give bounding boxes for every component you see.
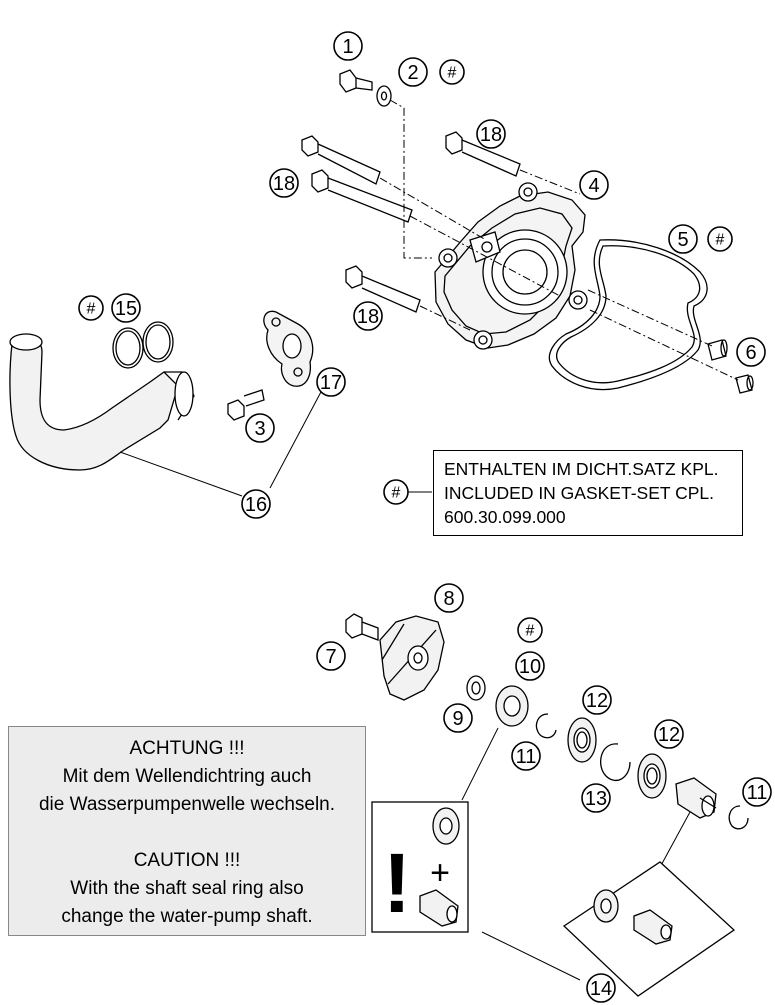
screw-part-1 (339, 69, 373, 93)
pump-cover-part (434, 182, 588, 350)
flange-gasket-part (263, 310, 314, 387)
callout-11a: 11 (511, 741, 541, 771)
svg-text:18: 18 (357, 306, 379, 328)
water-hose-part (9, 333, 195, 471)
svg-text:6: 6 (745, 342, 756, 364)
kit-seal-ring-icon (432, 807, 460, 845)
callout-2: 2 (398, 57, 428, 87)
screw-part-3 (227, 389, 265, 421)
shaft-seal-ring-part (495, 685, 529, 727)
exclamation-mark: ! (383, 836, 411, 930)
callout-9: 9 (443, 703, 473, 733)
callout-11b: 11 (742, 777, 772, 807)
german-caution-line-2: die Wasserpumpenwelle wechseln. (38, 794, 336, 815)
callout-12b: 12 (654, 719, 684, 749)
callout-6: 6 (736, 337, 766, 367)
english-caution-title: CAUTION !!! (133, 850, 241, 871)
svg-text:11: 11 (747, 782, 768, 804)
circlip-part-13 (600, 743, 631, 781)
long-screw-part-18 (301, 131, 521, 313)
gasket-set-part-number: 600.30.099.000 (444, 507, 566, 527)
set-seal-ring-icon (593, 889, 619, 923)
impeller-part (379, 615, 445, 701)
svg-text:#: # (526, 623, 535, 640)
plus-sign: + (430, 854, 450, 892)
svg-text:3: 3 (254, 418, 265, 440)
callout-16: 16 (241, 489, 271, 519)
circlip-part-11b (728, 805, 749, 830)
svg-text:1: 1 (342, 36, 353, 58)
caution-note-box: ACHTUNG !!! Mit dem Wellendichtring auch… (8, 726, 366, 936)
svg-text:9: 9 (452, 708, 463, 730)
hash-callout-2: # (439, 59, 465, 85)
screw-part-7 (345, 613, 379, 641)
hash-callout-legend: # (383, 479, 409, 505)
hash-callout-15: # (78, 295, 104, 321)
svg-text:5: 5 (677, 229, 688, 251)
svg-text:12: 12 (658, 724, 680, 746)
gasket-set-legend-box: ENTHALTEN IM DICHT.SATZ KPL. INCLUDED IN… (433, 450, 743, 536)
callout-18c: 18 (353, 301, 383, 331)
kit-shaft-icon (419, 889, 459, 927)
callout-18b: 18 (269, 168, 299, 198)
english-caution-line-1: With the shaft seal ring also (70, 878, 304, 899)
hash-callout-10: # (517, 617, 543, 643)
gasket-set-english-text: INCLUDED IN GASKET-SET CPL. (444, 483, 715, 503)
svg-text:11: 11 (516, 746, 537, 768)
circlip-part-11a (535, 713, 557, 739)
svg-text:7: 7 (325, 646, 336, 668)
svg-text:18: 18 (480, 124, 502, 146)
english-caution-line-2: change the water-pump shaft. (61, 906, 313, 927)
svg-text:12: 12 (586, 690, 608, 712)
callout-3: 3 (245, 413, 275, 443)
svg-text:15: 15 (115, 298, 137, 320)
callout-8: 8 (434, 583, 464, 613)
dowel-pin-part (707, 339, 754, 394)
callout-10: 10 (515, 651, 545, 681)
set-shaft-icon (633, 909, 673, 945)
svg-text:#: # (716, 232, 725, 249)
svg-text:#: # (448, 65, 457, 82)
water-pump-shaft-part (675, 777, 717, 819)
callout-7: 7 (316, 641, 346, 671)
seal-ring-part-9 (466, 675, 486, 701)
svg-text:16: 16 (245, 494, 267, 516)
callout-18a: 18 (476, 119, 506, 149)
callout-12a: 12 (582, 685, 612, 715)
svg-text:13: 13 (585, 788, 607, 810)
callout-5: 5 (668, 224, 698, 254)
svg-text:10: 10 (519, 656, 541, 678)
german-caution-title: ACHTUNG !!! (129, 738, 245, 759)
callout-14: 14 (586, 973, 616, 1003)
svg-text:2: 2 (407, 62, 418, 84)
svg-text:#: # (392, 485, 401, 502)
callout-17: 17 (316, 367, 346, 397)
callout-4: 4 (579, 170, 609, 200)
svg-text:14: 14 (590, 978, 612, 1000)
svg-text:#: # (87, 301, 96, 318)
bearing-part-12b (637, 753, 667, 799)
gasket-set-german-text: ENTHALTEN IM DICHT.SATZ KPL. (444, 459, 719, 479)
svg-text:17: 17 (320, 372, 342, 394)
svg-text:8: 8 (443, 588, 454, 610)
washer-part-2 (376, 85, 392, 107)
german-caution-line-1: Mit dem Wellendichtring auch (62, 766, 312, 787)
cover-gasket-part (548, 239, 708, 391)
svg-text:4: 4 (588, 175, 599, 197)
callout-13: 13 (581, 783, 611, 813)
o-ring-part-15 (112, 321, 174, 369)
callout-15: 15 (111, 293, 141, 323)
svg-text:18: 18 (273, 173, 295, 195)
hash-callout-5: # (707, 226, 733, 252)
callout-1: 1 (333, 31, 363, 61)
bearing-part-12a (567, 717, 597, 763)
